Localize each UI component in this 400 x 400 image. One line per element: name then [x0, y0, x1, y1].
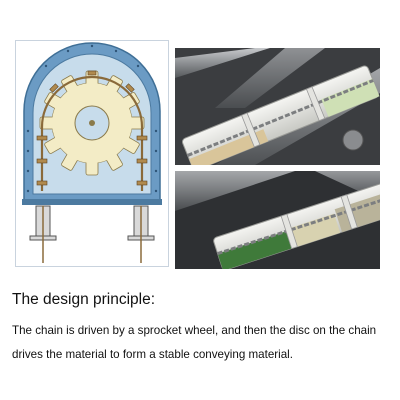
- chain: [40, 75, 144, 191]
- powder-material-2: [321, 78, 380, 117]
- mixed-material-green: [217, 230, 295, 269]
- bg-pipe-1: [175, 48, 270, 78]
- powder-material: [189, 129, 269, 165]
- tube-flange: [342, 129, 364, 151]
- conveyor-photo-top-svg: [175, 48, 380, 165]
- bottom-flange: [22, 199, 162, 205]
- casing-rivets: [26, 44, 158, 193]
- sprocket-gear: [39, 70, 145, 176]
- description-line-1: The chain is driven by a sprocket wheel,…: [12, 324, 377, 337]
- bg-pipe-4: [175, 171, 295, 211]
- conveyor-photo-bottom-svg: [175, 171, 380, 269]
- tube-chain-2: [217, 196, 380, 256]
- mixed-material-light: [291, 213, 341, 247]
- conveyor-photo-bottom: [175, 171, 380, 269]
- tube-disc-4: [340, 194, 358, 230]
- sprocket-diagram-svg: [22, 42, 162, 263]
- bg-pipe-3: [215, 48, 325, 108]
- tube-disc-2: [305, 86, 326, 122]
- tube-disc-3: [280, 213, 298, 249]
- chain-legs: [42, 206, 142, 263]
- chain-discs: [36, 70, 148, 186]
- outlet-pipes: [29, 205, 155, 241]
- sprocket-diagram: [15, 40, 169, 267]
- conveyor-photo-top: [175, 48, 380, 165]
- description-line-2: drives the material to form a stable con…: [12, 348, 293, 361]
- design-principle-heading: The design principle:: [12, 291, 156, 308]
- tube-disc-1: [241, 112, 261, 148]
- tube-chain: [187, 79, 374, 157]
